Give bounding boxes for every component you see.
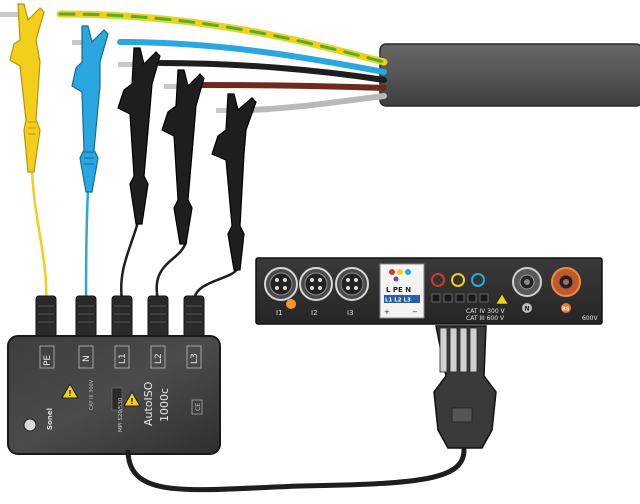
multicore-cable bbox=[379, 43, 640, 107]
jack-n: N bbox=[512, 267, 542, 313]
adapter-model: AutoISO bbox=[142, 381, 155, 426]
lpen-header: L PE N bbox=[386, 286, 411, 294]
brand-label: Sonel bbox=[46, 408, 54, 430]
port-label-l3: L3 bbox=[190, 353, 200, 364]
socket-i2 bbox=[299, 267, 333, 301]
wire-yellow-green bbox=[56, 10, 388, 66]
svg-text:−: − bbox=[412, 308, 418, 316]
lead-blue bbox=[84, 188, 90, 302]
svg-text:!: ! bbox=[68, 389, 72, 398]
ce-mark: CE bbox=[195, 403, 202, 411]
meter-rating-1: CAT IV 300 V bbox=[466, 308, 506, 315]
jack-rs: RS bbox=[551, 267, 581, 313]
meter-plug bbox=[433, 325, 497, 449]
clip-yellow bbox=[0, 3, 45, 173]
adapter-to-meter-cable bbox=[125, 447, 467, 493]
svg-text:!: ! bbox=[130, 397, 134, 406]
adapter-compat: MPI 520/530 bbox=[118, 397, 124, 432]
lead-black-2 bbox=[155, 240, 188, 302]
wire-brown bbox=[192, 82, 387, 91]
port-label-pe: PE bbox=[43, 355, 53, 366]
meter-panel: I1 I2 I3 L PE N L1 L2 L3 + − bbox=[255, 257, 603, 325]
socket-label-i2: I2 bbox=[311, 309, 318, 317]
wire-grey bbox=[247, 93, 387, 113]
jack-rs-label: RS bbox=[562, 307, 570, 313]
socket-label-i3: I3 bbox=[347, 309, 354, 317]
lead-wires bbox=[30, 168, 240, 302]
socket-i1 bbox=[264, 267, 298, 309]
port-label-l2: L2 bbox=[154, 353, 164, 364]
lead-black-1 bbox=[120, 220, 140, 302]
clip-black-2 bbox=[161, 69, 205, 245]
socket-i3 bbox=[335, 267, 369, 301]
adapter-port-labels: PE N L1 L2 L3 CAT III 300V Sonel AutoISO… bbox=[39, 345, 202, 432]
meter-max-label: 600V bbox=[582, 315, 598, 322]
input-terminals bbox=[431, 273, 509, 305]
autoiso-adapter: ! ! CE bbox=[7, 295, 221, 455]
clip-black-1 bbox=[117, 47, 161, 225]
clip-black-3 bbox=[211, 93, 257, 271]
wire-black bbox=[157, 60, 387, 83]
svg-text:+: + bbox=[384, 308, 390, 316]
port-label-l1: L1 bbox=[118, 353, 128, 364]
jack-n-label: N bbox=[525, 306, 530, 313]
lpen-indicator: L PE N L1 L2 L3 + − bbox=[379, 263, 425, 319]
wire-blue bbox=[117, 39, 387, 75]
lpen-sub: L1 L2 L3 bbox=[385, 298, 411, 304]
wires bbox=[56, 10, 388, 113]
socket-label-i1: I1 bbox=[276, 309, 283, 317]
brand-logo-icon bbox=[23, 418, 37, 432]
port-label-n: N bbox=[82, 355, 92, 362]
lead-black-3 bbox=[192, 266, 240, 302]
lead-yellow bbox=[30, 168, 48, 302]
clip-blue bbox=[71, 25, 109, 193]
cat-rating-label: CAT III 300V bbox=[89, 379, 95, 410]
adapter-model-number: 1000c bbox=[158, 388, 171, 422]
meter-rating-2: CAT III 600 V bbox=[466, 315, 505, 322]
